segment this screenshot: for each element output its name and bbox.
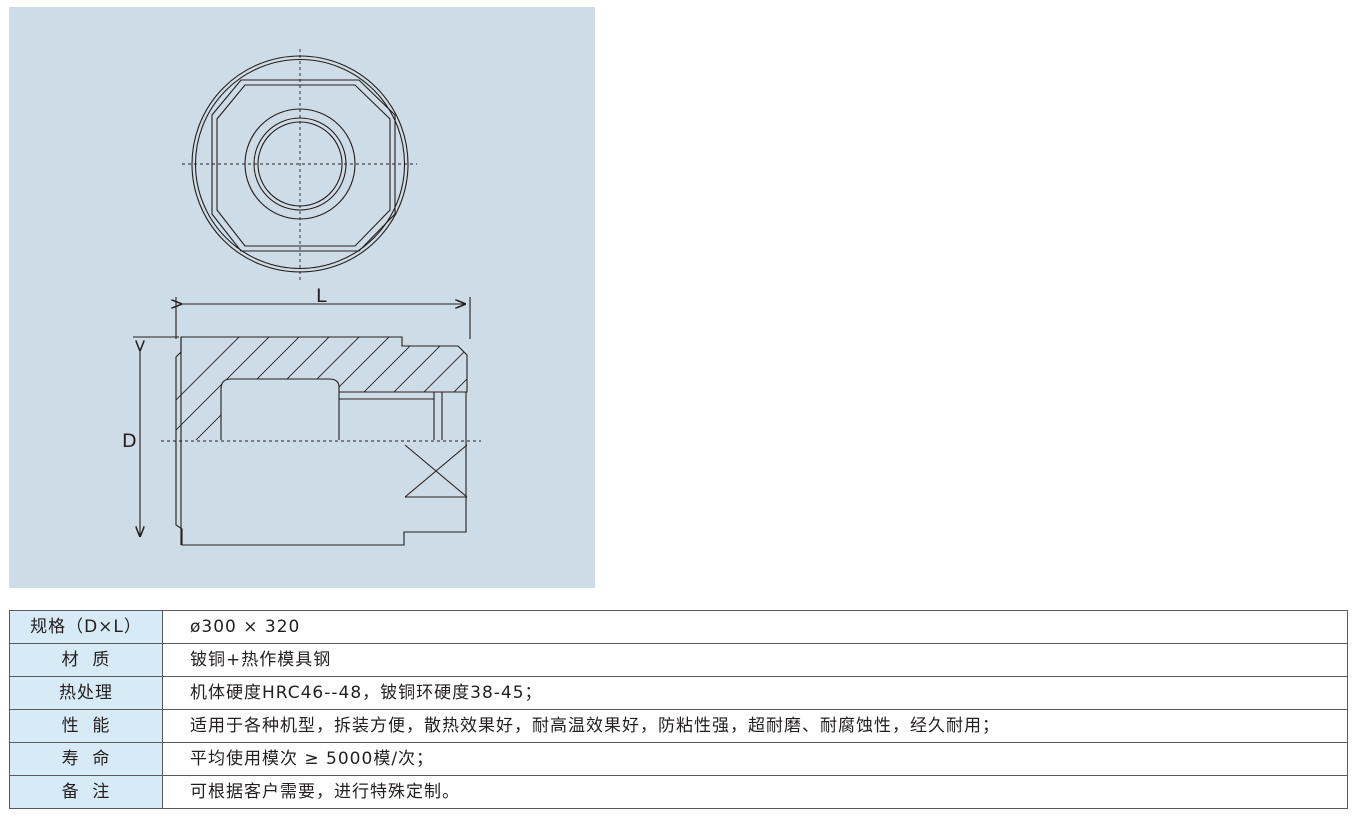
- spec-value: 铍铜+热作模具钢: [162, 643, 1348, 677]
- table-row: 性 能 适用于各种机型，拆装方便，散热效果好，耐高温效果好，防粘性强，超耐磨、耐…: [9, 709, 1348, 743]
- spec-label: 备 注: [9, 775, 163, 809]
- spec-label: 热处理: [9, 676, 163, 710]
- hex-inner-outline: [216, 84, 391, 247]
- section-view: [161, 336, 481, 546]
- dimension-lines: [133, 297, 471, 536]
- length-label: L: [316, 285, 327, 307]
- cavity-outline: [220, 378, 340, 440]
- body-outline: [175, 336, 468, 546]
- spec-value: 机体硬度HRC46--48，铍铜环硬度38-45；: [162, 676, 1348, 710]
- spec-table: 规格（D×L） ø300 × 320 材 质 铍铜+热作模具钢 热处理 机体硬度…: [9, 610, 1348, 809]
- spec-value: 平均使用模次 ≥ 5000模/次；: [162, 742, 1348, 776]
- spec-value: 可根据客户需要，进行特殊定制。: [162, 775, 1348, 809]
- spec-value: 适用于各种机型，拆装方便，散热效果好，耐高温效果好，防粘性强，超耐磨、耐腐蚀性，…: [162, 709, 1348, 743]
- technical-drawing: L D: [9, 7, 595, 588]
- spec-label: 寿 命: [9, 742, 163, 776]
- spec-label: 材 质: [9, 643, 163, 677]
- diameter-label: D: [122, 430, 137, 452]
- hex-outline: [211, 79, 396, 252]
- spec-value: ø300 × 320: [162, 610, 1348, 644]
- spec-label: 规格（D×L）: [9, 610, 163, 644]
- table-row: 热处理 机体硬度HRC46--48，铍铜环硬度38-45；: [9, 676, 1348, 710]
- table-row: 寿 命 平均使用模次 ≥ 5000模/次；: [9, 742, 1348, 776]
- table-row: 备 注 可根据客户需要，进行特殊定制。: [9, 775, 1348, 809]
- table-row: 规格（D×L） ø300 × 320: [9, 610, 1348, 644]
- technical-drawing-svg: [133, 49, 481, 546]
- spec-label: 性 能: [9, 709, 163, 743]
- table-row: 材 质 铍铜+热作模具钢: [9, 643, 1348, 677]
- end-view: [182, 49, 417, 281]
